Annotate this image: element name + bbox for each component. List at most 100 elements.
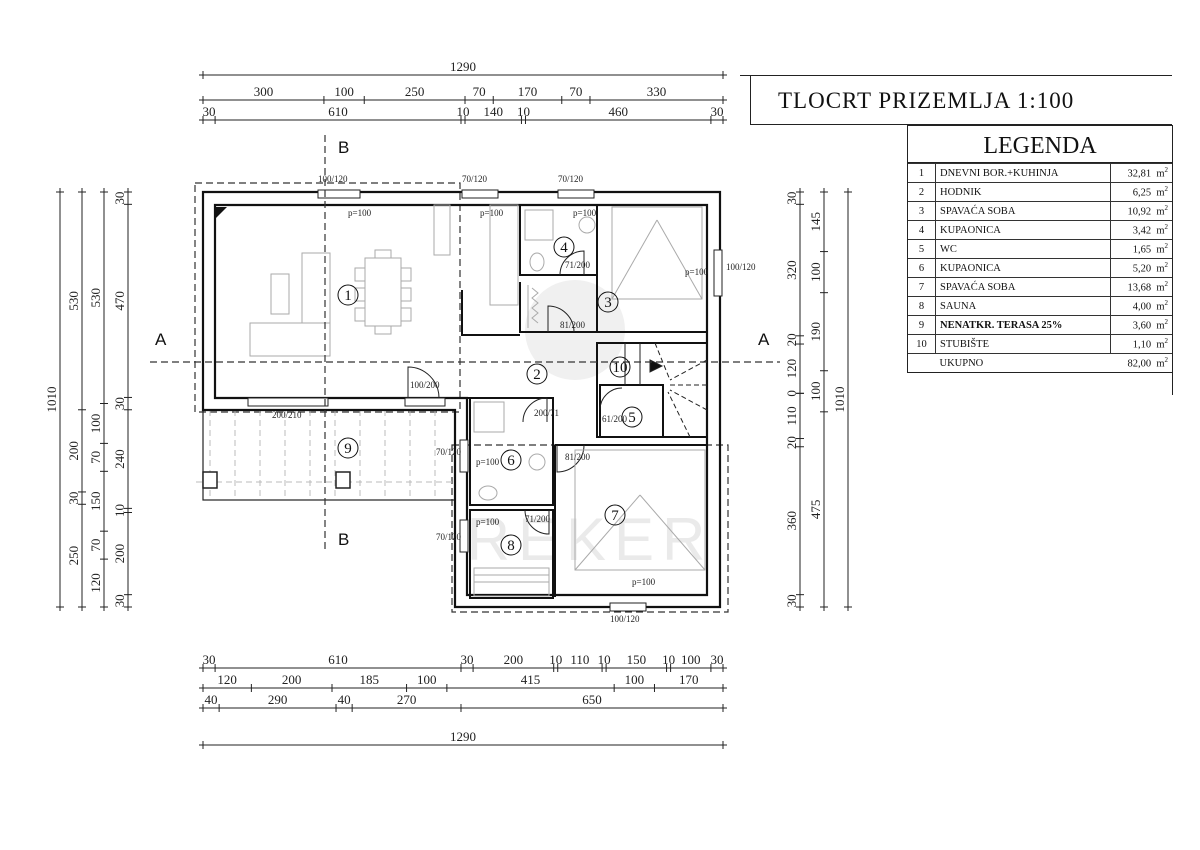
room-number-label: 5 bbox=[628, 410, 636, 426]
dimension-value: 290 bbox=[268, 692, 288, 707]
dimension-value: 120 bbox=[784, 359, 799, 379]
dimension-value: 30 bbox=[784, 594, 799, 607]
dimension-value: 360 bbox=[784, 511, 799, 531]
legend-row: 5 WC 1,65 m2 bbox=[908, 239, 1172, 259]
sill-height: p=100 bbox=[476, 457, 500, 467]
room-area: 5,20 m2 bbox=[1110, 258, 1172, 278]
corner-mark bbox=[215, 207, 227, 219]
legend-row: 7 SPAVAĆA SOBA 13,68 m2 bbox=[908, 277, 1172, 297]
legend-row: 1 DNEVNI BOR.+KUHINJA 32,81 m2 bbox=[908, 163, 1172, 183]
area-value: 32,81 bbox=[1127, 168, 1152, 180]
dimension-value: 300 bbox=[254, 84, 274, 99]
room-marker bbox=[500, 534, 522, 556]
dimension-value: 320 bbox=[784, 260, 799, 280]
unit: m bbox=[1156, 282, 1165, 294]
unit: m bbox=[1156, 339, 1165, 351]
dimension-value: 30 bbox=[710, 652, 723, 667]
room-number-label: 7 bbox=[611, 508, 619, 524]
dimension-value: 1290 bbox=[450, 59, 476, 74]
dimension-value: 470 bbox=[112, 291, 127, 311]
unit-exponent: 2 bbox=[1164, 280, 1169, 289]
dimension-value: 170 bbox=[679, 672, 699, 687]
room-number-label: 2 bbox=[533, 367, 541, 383]
room-name: SPAVAĆA SOBA bbox=[935, 277, 1111, 297]
window-label: 70/120 bbox=[558, 174, 584, 184]
drawing-title: TLOCRT PRIZEMLJA 1:100 bbox=[778, 88, 1075, 113]
legend-row: 9 NENATKR. TERASA 25% 3,60 m2 bbox=[908, 315, 1172, 335]
dimension-value: 185 bbox=[360, 672, 380, 687]
unit: m bbox=[1156, 358, 1165, 370]
dimension-value: 100 bbox=[88, 414, 103, 434]
dimension-value: 415 bbox=[521, 672, 541, 687]
dimension-value: 120 bbox=[88, 573, 103, 593]
unit: m bbox=[1156, 301, 1165, 313]
unit: m bbox=[1156, 168, 1165, 180]
room-area: 6,25 m2 bbox=[1110, 182, 1172, 202]
room-area: 3,42 m2 bbox=[1110, 220, 1172, 240]
room-name: DNEVNI BOR.+KUHINJA bbox=[935, 163, 1111, 183]
room-area: 1,65 m2 bbox=[1110, 239, 1172, 259]
area-value: 5,20 bbox=[1132, 263, 1152, 275]
section-label-a-right: A bbox=[758, 330, 770, 349]
watermark: REKER bbox=[467, 280, 705, 573]
dimension-value: 650 bbox=[582, 692, 602, 707]
dimension-value: 20 bbox=[784, 436, 799, 449]
total-area: 82,00 m2 bbox=[1110, 353, 1172, 372]
window-label: 70/120 bbox=[462, 174, 488, 184]
dimension-value: 10 bbox=[549, 652, 562, 667]
room-name: HODNIK bbox=[935, 182, 1111, 202]
area-value: 4,00 bbox=[1132, 301, 1152, 313]
room-number: 9 bbox=[908, 315, 936, 335]
unit-exponent: 2 bbox=[1164, 261, 1169, 270]
legend-row: 10 STUBIŠTE 1,10 m2 bbox=[908, 334, 1172, 354]
room-number-label: 3 bbox=[604, 295, 612, 311]
dimension-value: 100 bbox=[625, 672, 645, 687]
room-number-label: 6 bbox=[507, 453, 515, 469]
legend-heading: LEGENDA bbox=[908, 126, 1172, 163]
unit-exponent: 2 bbox=[1164, 337, 1169, 346]
area-value: 13,68 bbox=[1127, 282, 1152, 294]
room-number-label: 1 bbox=[344, 288, 352, 304]
room-number: 8 bbox=[908, 296, 936, 316]
room-number: 1 bbox=[908, 163, 936, 183]
area-value: 82,00 bbox=[1127, 358, 1152, 370]
room-area: 4,00 m2 bbox=[1110, 296, 1172, 316]
room-area: 10,92 m2 bbox=[1110, 201, 1172, 221]
door-label: 71/200 bbox=[565, 260, 591, 270]
legend-row: 2 HODNIK 6,25 m2 bbox=[908, 182, 1172, 202]
dimension-value: 150 bbox=[627, 652, 647, 667]
dimension-value: 190 bbox=[808, 322, 823, 342]
room-name: KUPAONICA bbox=[935, 258, 1111, 278]
dimension-value: 10 bbox=[457, 104, 470, 119]
dimension-value: 30 bbox=[66, 492, 81, 505]
dimension-value: 20 bbox=[784, 333, 799, 346]
doors bbox=[407, 250, 623, 535]
dimension-value: 70 bbox=[473, 84, 486, 99]
dimension-value: 200 bbox=[504, 652, 524, 667]
dimension-value: 150 bbox=[88, 492, 103, 512]
room-marker bbox=[609, 356, 631, 378]
legend-row: 3 SPAVAĆA SOBA 10,92 m2 bbox=[908, 201, 1172, 221]
room-number: 4 bbox=[908, 220, 936, 240]
dimension-value: 100 bbox=[681, 652, 701, 667]
room-name: SAUNA bbox=[935, 296, 1111, 316]
unit-exponent: 2 bbox=[1164, 299, 1169, 308]
dimension-value: 270 bbox=[397, 692, 417, 707]
area-value: 10,92 bbox=[1127, 206, 1152, 218]
sill-height: p=100 bbox=[685, 267, 709, 277]
door-label: 61/200 bbox=[602, 414, 628, 424]
sill-height: p=100 bbox=[348, 208, 372, 218]
dimension-value: 170 bbox=[518, 84, 538, 99]
annotations: 100/120 70/120 70/120 100/120 70/120 70/… bbox=[272, 174, 756, 624]
dimension-value: 200 bbox=[112, 544, 127, 564]
inner-wall-line bbox=[213, 203, 709, 597]
unit-exponent: 2 bbox=[1164, 166, 1169, 175]
dimension-value: 460 bbox=[608, 104, 628, 119]
dimension-value: 30 bbox=[461, 652, 474, 667]
unit: m bbox=[1156, 320, 1165, 332]
dimension-value: 30 bbox=[112, 192, 127, 205]
room-marker bbox=[337, 284, 359, 306]
dimension-value: 120 bbox=[217, 672, 237, 687]
